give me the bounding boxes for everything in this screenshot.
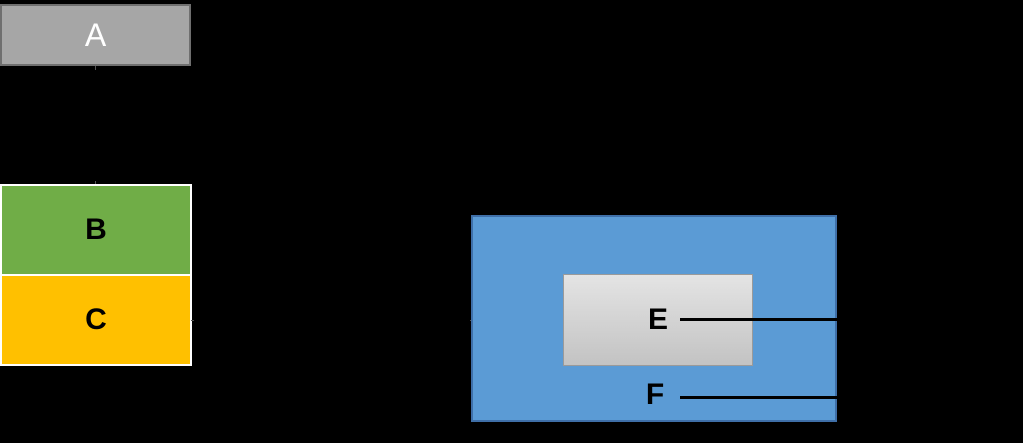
box-e: E xyxy=(563,274,753,366)
connector-tick-b xyxy=(95,181,96,185)
box-b: B xyxy=(0,184,192,276)
box-e-label: E xyxy=(647,303,668,336)
label-f: F xyxy=(645,378,665,411)
connector-tick-c xyxy=(191,320,194,321)
box-b-label: B xyxy=(85,213,107,246)
box-c: C xyxy=(0,274,192,366)
connector-tick-a xyxy=(95,66,96,70)
box-a-label: A xyxy=(84,16,107,53)
pointer-line-f xyxy=(680,396,837,399)
box-a: A xyxy=(0,4,191,66)
box-c-label: C xyxy=(85,303,107,336)
pointer-line-e xyxy=(680,318,837,321)
